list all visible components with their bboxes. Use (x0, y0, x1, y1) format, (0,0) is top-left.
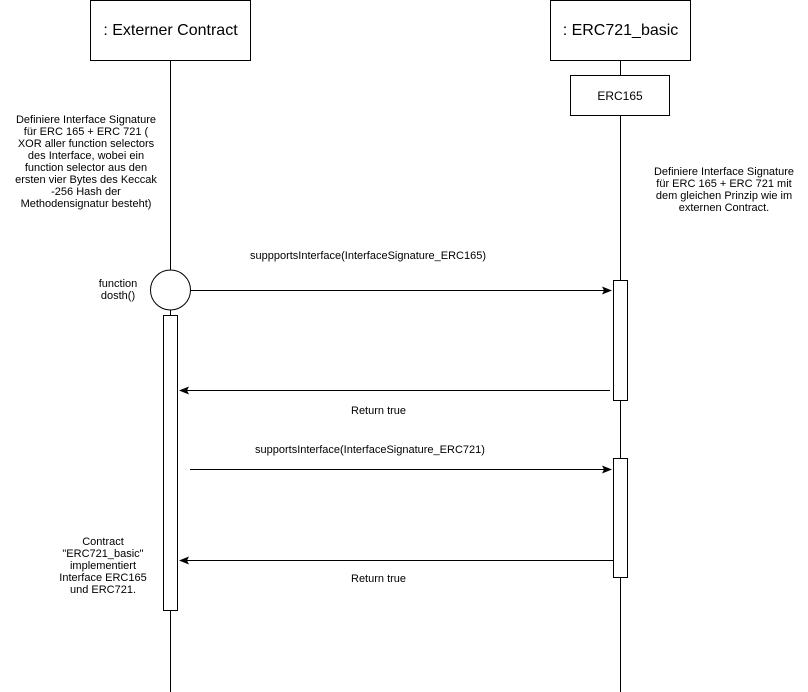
participant-external-label: : Externer Contract (103, 21, 238, 39)
activation-erc721-2 (613, 458, 628, 578)
erc165-label: ERC165 (597, 88, 643, 103)
activation-external (163, 315, 178, 611)
note-interface-signature-erc721: Definiere Interface Signature für ERC 16… (653, 166, 795, 214)
function-dosth-label: function dosth() (98, 278, 138, 302)
label-return-2: Return true (351, 573, 407, 585)
activation-erc721-1 (613, 280, 628, 401)
erc165-box[interactable]: ERC165 (570, 75, 670, 116)
label-return-1: Return true (351, 405, 407, 417)
participant-external-contract[interactable]: : Externer Contract (90, 0, 251, 61)
label-supports-erc165: suppportsInterface(InterfaceSignature_ER… (250, 250, 487, 262)
function-start-circle[interactable] (150, 269, 191, 311)
note-interface-signature-external: Definiere Interface Signature für ERC 16… (15, 114, 157, 210)
participant-erc721-basic[interactable]: : ERC721_basic (550, 0, 691, 61)
note-contract-implements: Contract "ERC721_basic" implementiert In… (59, 536, 147, 596)
label-supports-erc721: supportsInterface(InterfaceSignature_ERC… (255, 444, 485, 456)
participant-erc721-label: : ERC721_basic (562, 21, 679, 39)
